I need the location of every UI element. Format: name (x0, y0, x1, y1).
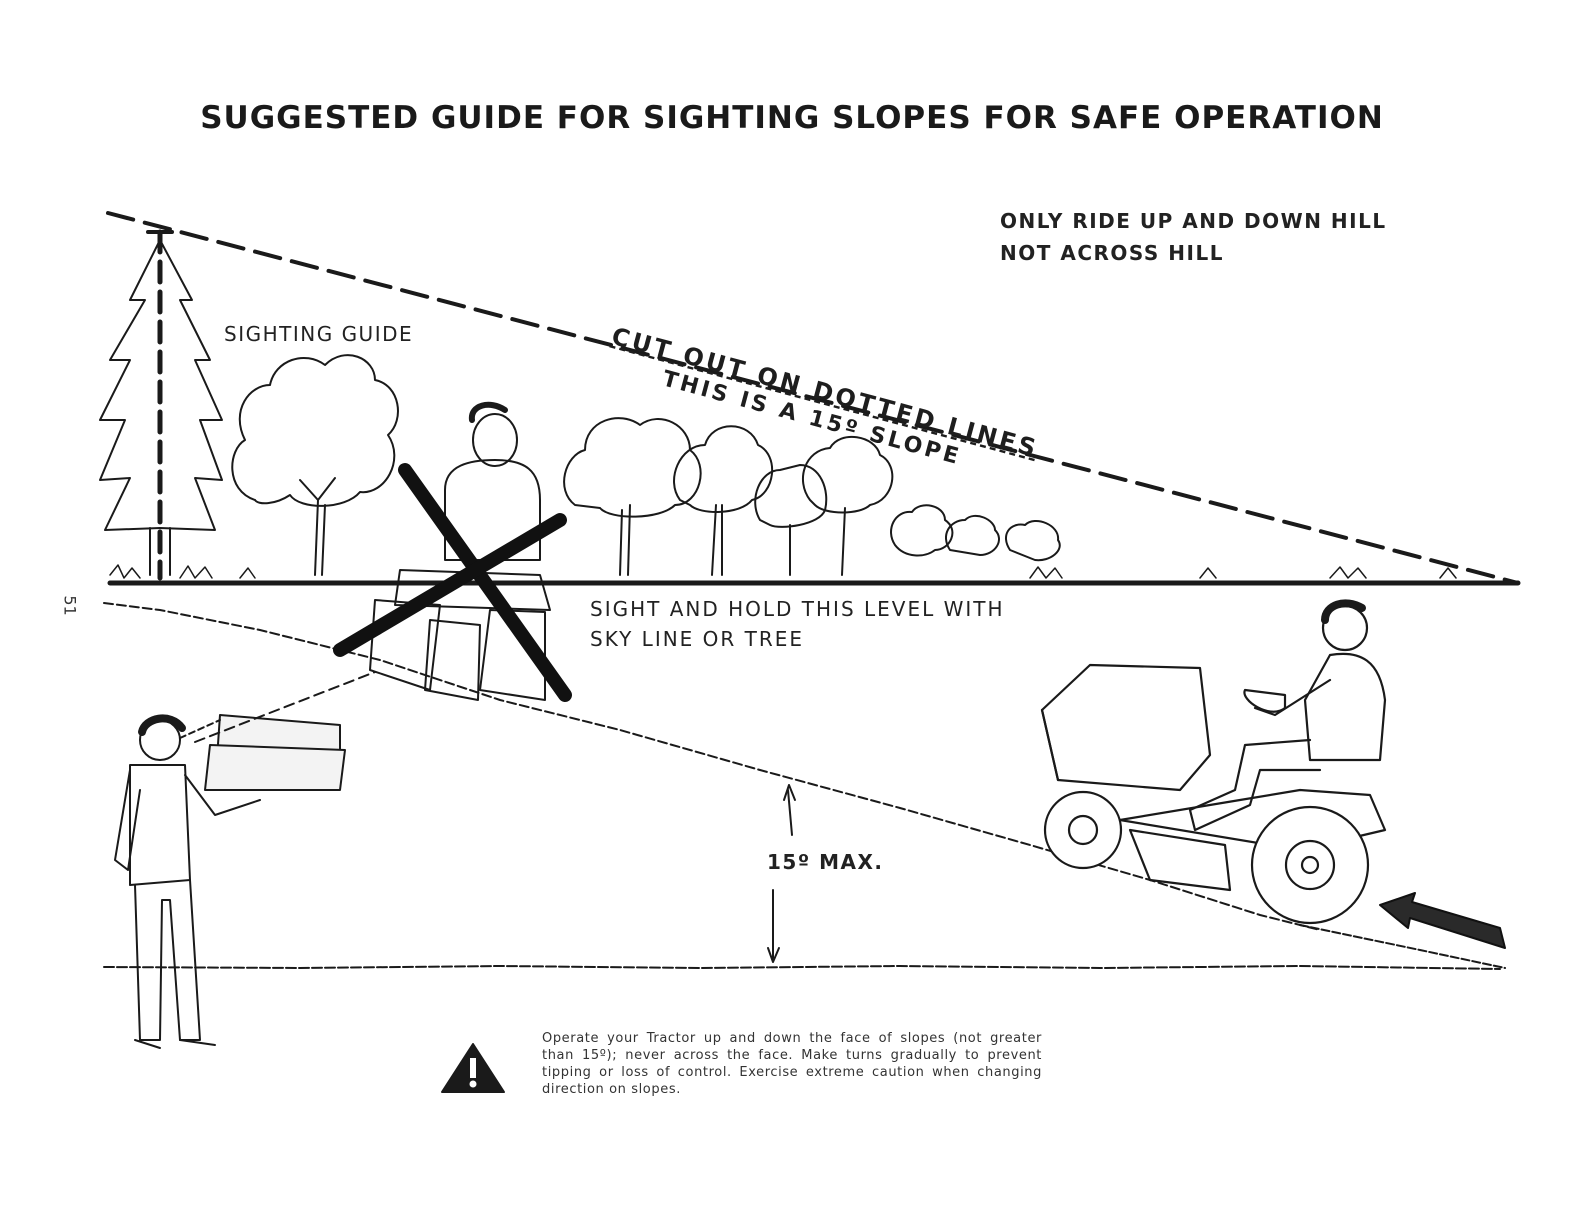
page-title: SUGGESTED GUIDE FOR SIGHTING SLOPES FOR … (200, 100, 1384, 136)
tractor-icon (1040, 599, 1387, 925)
cross-out-mark (333, 463, 572, 702)
tree-cluster (563, 417, 1061, 576)
warning-icon (441, 1043, 505, 1093)
conifer-tree-icon (99, 239, 223, 576)
warning-text: Operate your Tractor up and down the fac… (542, 1031, 1042, 1097)
max-angle-label: 15º MAX. (767, 850, 884, 874)
slope-ground-line (103, 602, 1321, 931)
level-instruction: SIGHT AND HOLD THIS LEVEL WITH SKY LINE … (590, 594, 1005, 654)
level-line-2: SKY LINE OR TREE (590, 627, 805, 651)
arrow-icon (1379, 892, 1506, 949)
tractor-icon (369, 401, 551, 701)
flat-ground-line (103, 965, 1501, 970)
note-line-2: NOT ACROSS HILL (1000, 241, 1224, 265)
sighting-guide-label: SIGHTING GUIDE (224, 322, 414, 346)
sight-line (106, 211, 1520, 585)
note-line-1: ONLY RIDE UP AND DOWN HILL (1000, 209, 1387, 233)
angle-arrows (767, 784, 796, 963)
deciduous-tree-icon (231, 354, 399, 576)
person-icon (114, 714, 261, 1049)
page-number: 51 (60, 595, 80, 616)
ride-direction-note: ONLY RIDE UP AND DOWN HILL NOT ACROSS HI… (1000, 205, 1387, 269)
level-line-1: SIGHT AND HOLD THIS LEVEL WITH (590, 597, 1005, 621)
sighting-guide-card (179, 671, 376, 791)
